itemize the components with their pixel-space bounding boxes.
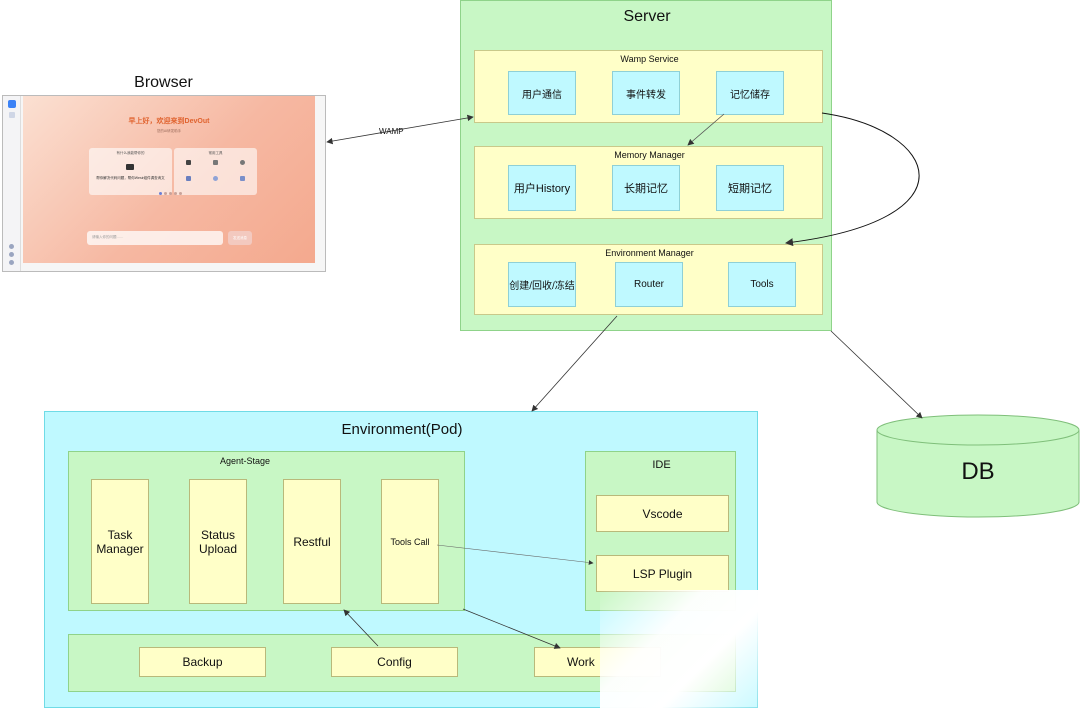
carousel-dot[interactable]	[179, 192, 182, 195]
question-input-placeholder: 请输入你的问题……	[92, 235, 124, 239]
wamp-service-box: Wamp Service 用户通信 事件转发 记忆储存	[474, 50, 823, 123]
card-help-text: 帮你解决代码问题，帮你Wesir组件调查询文	[96, 176, 165, 180]
rail-bottom-icon-3	[9, 260, 14, 265]
memory-manager-title: Memory Manager	[614, 150, 685, 160]
tool-icon[interactable]	[213, 160, 218, 165]
ide-title: IDE	[652, 459, 671, 471]
monitor-icon	[126, 164, 134, 170]
server-to-db-connector	[830, 330, 923, 419]
wamp-connector	[326, 114, 474, 145]
environment-manager-box: Environment Manager 创建/回收/冻结 Router Tool…	[474, 244, 823, 315]
carousel-dot[interactable]	[164, 192, 167, 195]
long-term-memory-node: 长期记忆	[612, 165, 680, 211]
rail-bottom-icon	[9, 244, 14, 249]
carousel-dot[interactable]	[169, 192, 172, 195]
config-node: Config	[331, 647, 458, 677]
short-term-memory-node: 短期记忆	[716, 165, 784, 211]
router-node: Router	[615, 262, 683, 307]
agent-stage-title: Agent-Stage	[219, 456, 271, 466]
glare-overlay	[600, 590, 780, 708]
browser-greeting: 早上好，欢迎来到DevOut	[128, 118, 210, 125]
server-title: Server	[623, 8, 671, 25]
browser-screenshot: 早上好，欢迎来到DevOut 您的AI研发助手 有什么我能帮你的 帮你解决代码问…	[2, 95, 326, 272]
tool-icon[interactable]	[240, 176, 245, 181]
memory-manager-box: Memory Manager 用户History 长期记忆 短期记忆	[474, 146, 823, 219]
backup-node: Backup	[139, 647, 266, 677]
wamp-service-title: Wamp Service	[620, 54, 679, 64]
config-to-agent-connector	[343, 609, 379, 647]
tools-node: Tools	[728, 262, 796, 307]
tool-icon[interactable]	[240, 160, 245, 165]
browser-title: Browser	[134, 74, 193, 91]
agent-to-work-connector	[462, 608, 561, 649]
event-forward-node: 事件转发	[612, 71, 680, 115]
tool-icon[interactable]	[213, 176, 218, 181]
user-history-node: 用户History	[508, 165, 576, 211]
carousel-dots[interactable]	[159, 192, 189, 195]
carousel-dot[interactable]	[174, 192, 177, 195]
db-cylinder: DB	[876, 414, 1080, 518]
browser-card-help[interactable]: 有什么我能帮你的 帮你解决代码问题，帮你Wesir组件调查询文	[89, 148, 172, 195]
server-to-environment-connector	[531, 315, 618, 412]
browser-greeting-sub: 您的AI研发助手	[156, 129, 182, 133]
tool-icon[interactable]	[186, 160, 191, 165]
agent-stage-panel: Agent-Stage Task Manager Status Upload R…	[68, 451, 465, 611]
wamp-to-env-manager-connector	[785, 112, 920, 247]
user-comm-node: 用户通信	[508, 71, 576, 115]
rail-icon	[9, 112, 15, 118]
db-label: DB	[961, 458, 995, 485]
tools-call-node: Tools Call	[381, 479, 439, 604]
browser-card-tools[interactable]: 常用工具	[174, 148, 257, 195]
task-manager-node: Task Manager	[91, 479, 149, 604]
app-logo-icon	[8, 100, 16, 108]
card-tools-title: 常用工具	[208, 151, 223, 155]
memory-storage-node: 记忆储存	[716, 71, 784, 115]
environment-title: Environment(Pod)	[341, 421, 463, 438]
db-shape	[876, 414, 1080, 518]
send-button[interactable]: 发送消息	[228, 231, 252, 245]
create-recycle-freeze-node: 创建/回收/冻结	[508, 262, 576, 307]
ide-panel: IDE Vscode LSP Plugin	[585, 451, 736, 611]
server-panel: Server Wamp Service 用户通信 事件转发 记忆储存 Memor…	[460, 0, 832, 331]
tool-icon[interactable]	[186, 176, 191, 181]
browser-side-rail	[3, 96, 21, 271]
tools-call-to-lsp-connector	[436, 544, 594, 565]
browser-main-area: 早上好，欢迎来到DevOut 您的AI研发助手 有什么我能帮你的 帮你解决代码问…	[23, 96, 315, 263]
restful-node: Restful	[283, 479, 341, 604]
card-help-title: 有什么我能帮你的	[116, 151, 145, 155]
browser-group: Browser 早上好，欢迎来到DevOut 您的AI研发助手 有什么我能帮你的…	[0, 74, 327, 272]
rail-bottom-icon-2	[9, 252, 14, 257]
carousel-dot[interactable]	[159, 192, 162, 195]
environment-manager-title: Environment Manager	[605, 248, 694, 258]
status-upload-node: Status Upload	[189, 479, 247, 604]
storage-to-memory-connector	[687, 113, 725, 146]
lsp-plugin-node: LSP Plugin	[596, 555, 729, 592]
vscode-node: Vscode	[596, 495, 729, 532]
question-input[interactable]: 请输入你的问题……	[87, 231, 223, 245]
